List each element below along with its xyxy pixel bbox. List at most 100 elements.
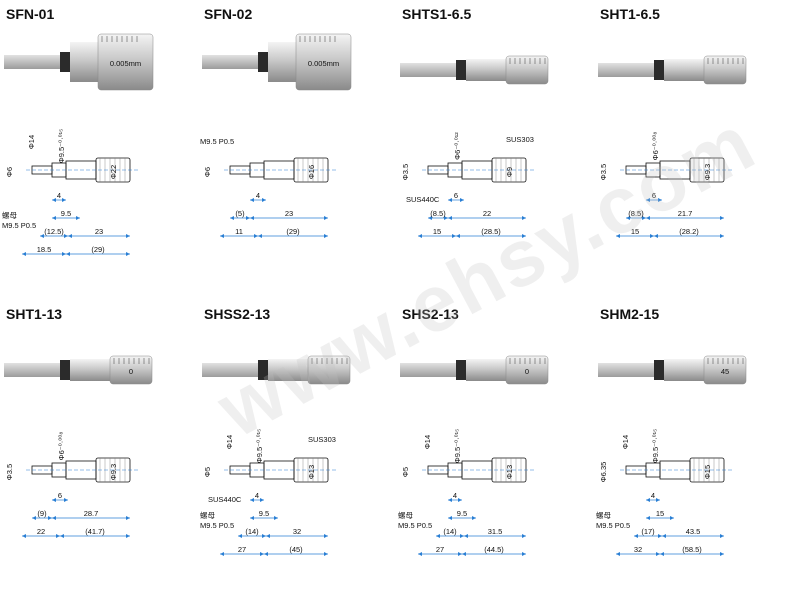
thimble (703, 355, 747, 385)
dim-spindle-diameter: Φ5 (401, 467, 410, 477)
dim-stem-diameter: Φ14 (423, 435, 432, 449)
sleeve (268, 359, 308, 381)
sleeve (70, 359, 110, 381)
sleeve (268, 42, 296, 82)
collar (456, 360, 466, 380)
dim-length: 23 (285, 209, 293, 218)
sleeve (70, 42, 98, 82)
collar (60, 52, 70, 72)
dim-length: (5) (235, 209, 245, 218)
dim-length: 4 (453, 491, 457, 500)
sleeve (466, 359, 506, 381)
dim-length: 18.5 (37, 245, 52, 254)
dim-thimble-diameter: Φ15 (703, 465, 712, 479)
dim-clamp-diameter: Φ6⁻⁰·⁰⁰⁸ (57, 432, 66, 461)
product-photo (598, 55, 747, 85)
dim-length: 21.7 (678, 209, 693, 218)
dim-length: (28.5) (481, 227, 501, 236)
thimble-marking: 0.005mm (308, 59, 339, 68)
dim-length: 15 (631, 227, 639, 236)
dim-length: 4 (255, 491, 259, 500)
thimble (307, 355, 351, 385)
collar (60, 360, 70, 380)
spindle-rod (202, 363, 262, 377)
dim-length: 31.5 (488, 527, 503, 536)
product-photo: 0 (400, 355, 549, 385)
dim-stem-diameter: Φ14 (225, 435, 234, 449)
dim-thimble-diameter: Φ22 (109, 165, 118, 179)
dim-length: (12.5) (44, 227, 64, 236)
product-photo: 45 (598, 355, 747, 385)
dim-spindle-diameter: Φ6 (5, 167, 14, 177)
spindle-rod (4, 363, 64, 377)
sleeve (466, 59, 506, 81)
dim-length: 32 (293, 527, 301, 536)
thimble-marking: 0 (525, 367, 529, 376)
dim-thimble-diameter: Φ9 (505, 167, 514, 177)
dim-length: (45) (289, 545, 303, 554)
dim-length: (41.7) (85, 527, 105, 536)
dim-length: 15 (433, 227, 441, 236)
dim-length: (8.5) (430, 209, 446, 218)
dim-thimble-diameter: Φ9.3 (703, 164, 712, 180)
product-photo (202, 355, 351, 385)
product-photo: 0.005mm (202, 33, 352, 91)
dim-thimble-diameter: Φ13 (505, 465, 514, 479)
dim-length: 9.5 (61, 209, 71, 218)
nut-name: 螺母 (596, 510, 611, 520)
nut-name: 螺母 (2, 210, 17, 220)
dim-clamp-diameter: Φ9.5⁻⁰·⁰¹⁵ (57, 129, 66, 164)
thimble-marking: 0 (129, 367, 133, 376)
material-label: SUS303 (308, 435, 336, 444)
model-title: SHT1-6.5 (600, 6, 660, 22)
dim-length: 28.7 (84, 509, 99, 518)
dim-length: (29) (286, 227, 300, 236)
nut-spec: M9.5 P0.5 (398, 521, 432, 530)
spindle-rod (598, 63, 658, 77)
model-title: SHM2-15 (600, 306, 660, 322)
spindle-rod (4, 55, 64, 69)
thimble (295, 33, 352, 91)
thimble (505, 55, 549, 85)
nut-spec: M9.5 P0.5 (200, 137, 234, 146)
dim-length: 4 (256, 191, 260, 200)
dim-spindle-diameter: Φ3.5 (599, 164, 608, 180)
spindle-rod (598, 363, 658, 377)
dim-stem-diameter: Φ14 (27, 135, 36, 149)
dim-spindle-diameter: Φ6 (203, 167, 212, 177)
product-photo: 0.005mm (4, 33, 154, 91)
spindle-rod (202, 55, 262, 69)
dim-spindle-diameter: Φ6.35 (599, 462, 608, 483)
sleeve (664, 359, 704, 381)
product-photo: 0 (4, 355, 153, 385)
dim-length: 9.5 (457, 509, 467, 518)
dim-length: (9) (37, 509, 47, 518)
material-label: SUS440C (406, 195, 440, 204)
dim-length: 43.5 (686, 527, 701, 536)
dim-length: (14) (245, 527, 259, 536)
dim-length: 6 (652, 191, 656, 200)
thimble (109, 355, 153, 385)
collar (654, 360, 664, 380)
thimble-marking: 45 (721, 367, 729, 376)
dim-length: (58.5) (682, 545, 702, 554)
model-title: SHTS1-6.5 (402, 6, 472, 22)
dim-length: 22 (37, 527, 45, 536)
dim-length: (8.5) (628, 209, 644, 218)
dim-length: 27 (436, 545, 444, 554)
thimble (505, 355, 549, 385)
dim-thimble-diameter: Φ13 (307, 465, 316, 479)
model-title: SHT1-13 (6, 306, 63, 322)
thimble-marking: 0.005mm (110, 59, 141, 68)
dim-length: 6 (454, 191, 458, 200)
nut-spec: M9.5 P0.5 (2, 221, 36, 230)
